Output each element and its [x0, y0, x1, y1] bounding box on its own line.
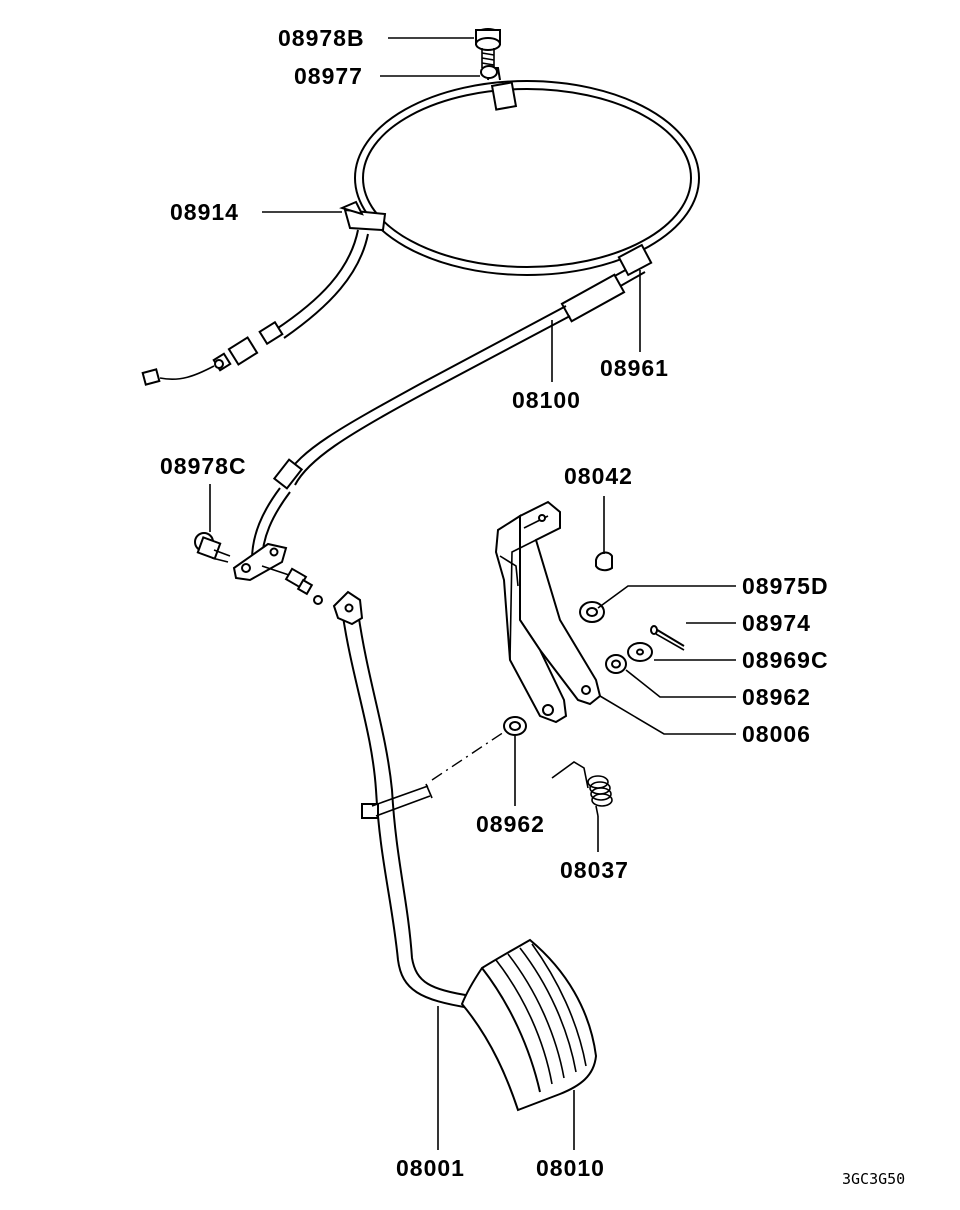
callout-08010: 08010 — [536, 1155, 605, 1181]
pedal-bracket — [494, 500, 602, 724]
callout-08042: 08042 — [564, 463, 633, 489]
bushing-08962-upper — [605, 654, 627, 674]
callout-08037: 08037 — [560, 857, 629, 883]
callout-08961: 08961 — [600, 355, 669, 381]
pedal-arm — [332, 590, 473, 1009]
callout-08978c: 08978C — [160, 453, 247, 479]
callout-08914: 08914 — [170, 199, 239, 225]
bolt-08978b — [475, 28, 501, 68]
callout-08978b: 08978B — [278, 25, 365, 51]
return-spring-08037 — [551, 761, 613, 817]
nut-08975d — [579, 601, 605, 623]
callout-08962-upper: 08962 — [742, 684, 811, 710]
callout-08977: 08977 — [294, 63, 363, 89]
leader-lines — [209, 37, 736, 1150]
callout-08975d: 08975D — [742, 573, 829, 599]
accelerator-cable — [141, 80, 700, 563]
cable-clamp-left — [339, 200, 387, 232]
pin-08974 — [650, 625, 685, 651]
callout-08100: 08100 — [512, 387, 581, 413]
figure-code: 3GC3G50 — [842, 1170, 905, 1188]
cable-clamp-top — [480, 65, 518, 111]
washer-08969c — [627, 642, 653, 662]
callout-08962-lower: 08962 — [476, 811, 545, 837]
callout-08974: 08974 — [742, 610, 811, 636]
callout-labels: 08978B 08977 08914 08961 08100 08978C 08… — [160, 25, 905, 1188]
assembly-line — [431, 727, 511, 781]
cable-clamp-right — [617, 243, 653, 277]
callout-08006: 08006 — [742, 721, 811, 747]
callout-08969c: 08969C — [742, 647, 829, 673]
cable-end-plate — [232, 542, 323, 605]
bolt-08978c — [194, 532, 231, 563]
clip-08042 — [595, 551, 613, 572]
bushing-08962-lower — [503, 716, 527, 736]
pedal-pad — [460, 938, 598, 1112]
callout-08001: 08001 — [396, 1155, 465, 1181]
